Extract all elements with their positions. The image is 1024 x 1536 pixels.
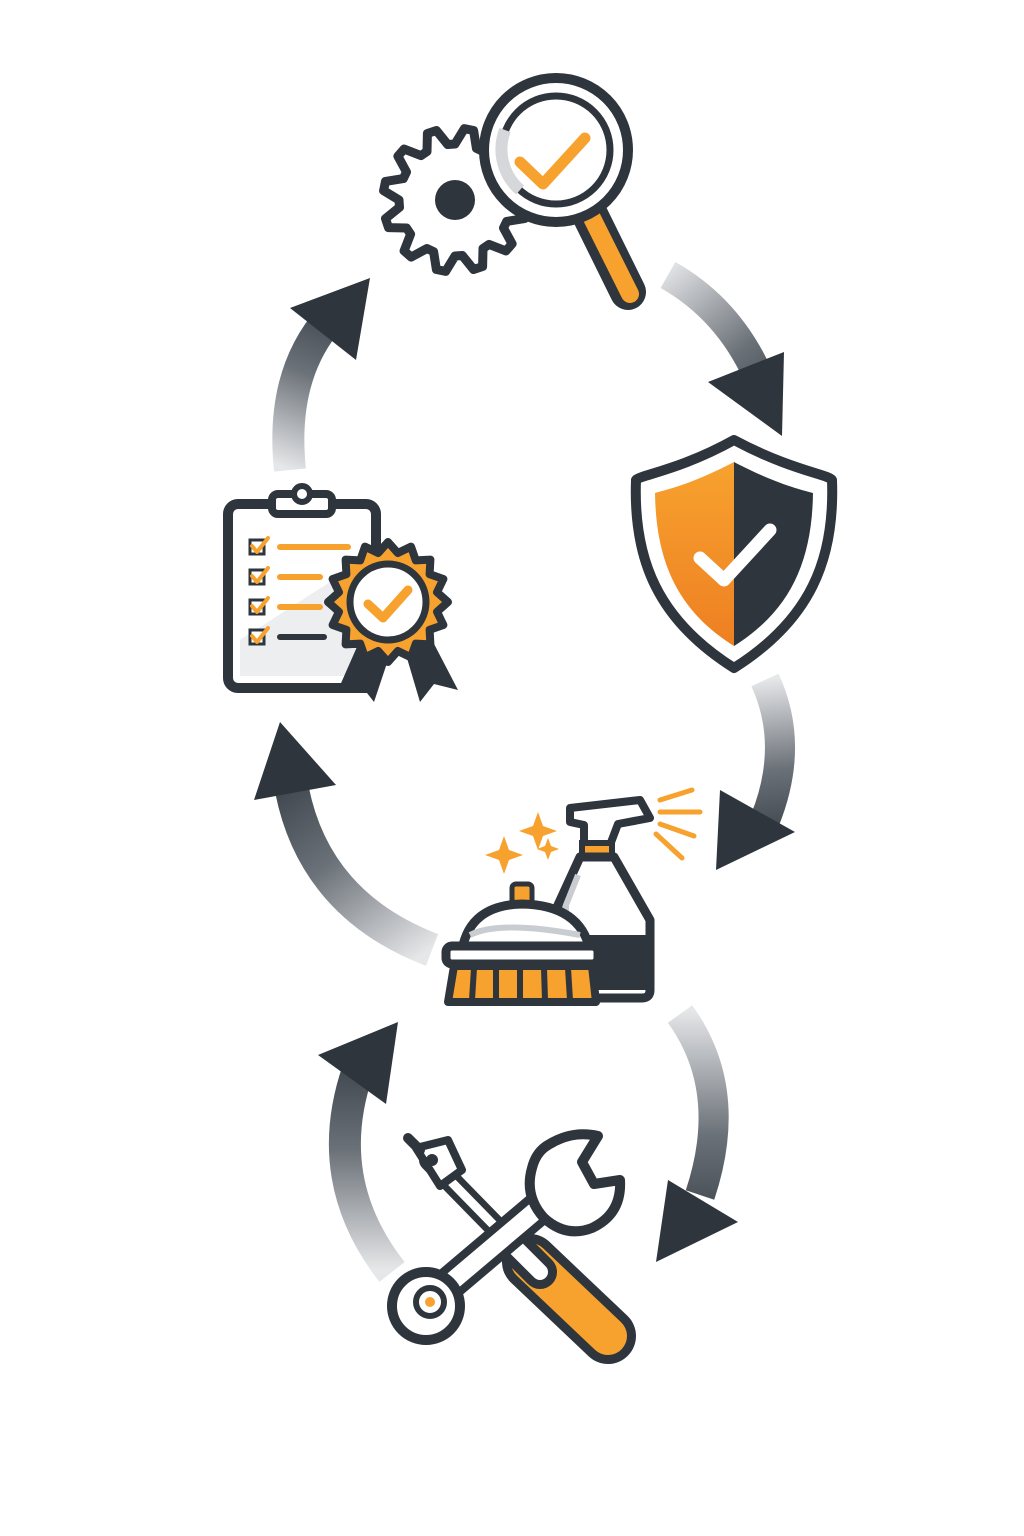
step-inspect <box>379 73 646 310</box>
checkmark-icon <box>514 132 591 190</box>
magnifying-glass-icon <box>479 73 646 310</box>
screwdriver-icon <box>403 1133 636 1364</box>
arrow-certify-to-inspect <box>272 278 370 472</box>
shield-icon <box>630 435 838 673</box>
arrow-clean-to-repair <box>656 1005 738 1262</box>
sparkle-icon <box>485 812 559 874</box>
checkmark-icon <box>363 585 413 623</box>
arrow-repair-to-clean <box>318 1022 405 1282</box>
arrow-clean-to-certify <box>254 722 439 966</box>
award-badge-icon <box>324 538 458 702</box>
wrench-icon <box>387 1129 626 1345</box>
scrub-brush-icon <box>441 881 603 1006</box>
arrow-protect-to-clean <box>716 673 795 870</box>
spray-lines-icon <box>653 787 703 861</box>
checkmark-icon <box>693 523 777 587</box>
step-clean <box>441 787 703 1006</box>
step-certify <box>223 483 458 702</box>
step-protect <box>630 435 838 673</box>
step-repair <box>387 1129 636 1364</box>
arrow-inspect-to-protect <box>660 261 784 436</box>
